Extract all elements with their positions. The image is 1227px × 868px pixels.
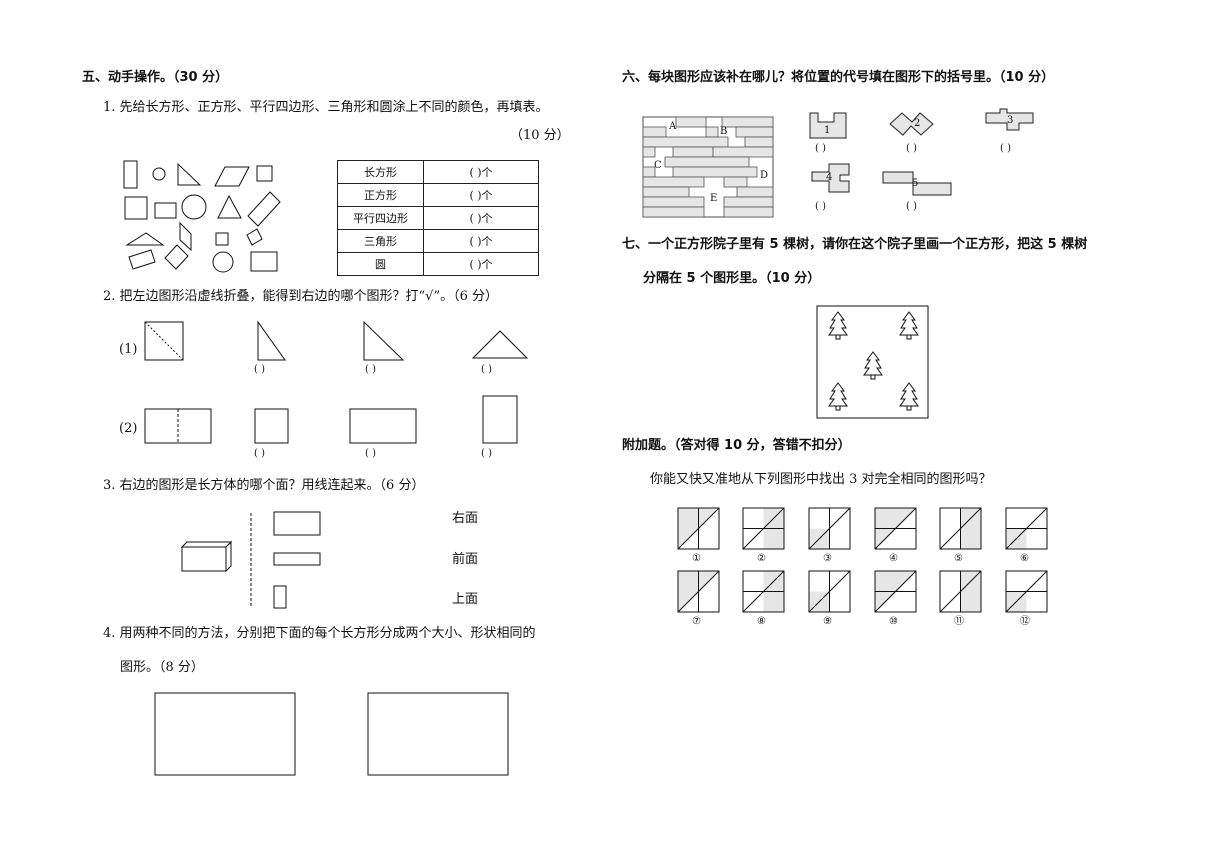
tree-icon bbox=[899, 382, 919, 407]
count-blank[interactable]: ( )个 bbox=[423, 183, 539, 207]
tree-trunk bbox=[906, 405, 912, 411]
figure-number: ⑥ bbox=[1020, 553, 1029, 564]
piece-number: 3 bbox=[1007, 115, 1014, 126]
q4-rectangle-2 bbox=[367, 692, 509, 776]
section5-heading: 五、动手操作。（30 分） bbox=[82, 70, 229, 85]
wall-label-d: D bbox=[760, 170, 769, 181]
tree-trunk bbox=[835, 334, 841, 340]
figure-number: ⑪ bbox=[954, 616, 964, 627]
count-blank[interactable]: ( )个 bbox=[423, 160, 539, 184]
answer-paren[interactable]: ( ) bbox=[815, 201, 826, 212]
tree-trunk bbox=[835, 405, 841, 411]
section6-heading: 六、每块图形应该补在哪儿？将位置的代号填在图形下的括号里。（10 分） bbox=[622, 70, 1055, 85]
q2-text: 2. 把左边图形沿虚线折叠，能得到右边的哪个图形？打“√”。（6 分） bbox=[103, 289, 499, 304]
figure-number: ⑤ bbox=[954, 553, 963, 564]
shape-count-table: 长方形( )个 正方形( )个 平行四边形( )个 三角形( )个 圆( )个 bbox=[337, 160, 539, 276]
tree-trunk bbox=[870, 374, 876, 380]
piece-number: 5 bbox=[912, 178, 919, 189]
figure-number: ④ bbox=[889, 553, 898, 564]
bonus-question: 你能又快又准地从下列图形中找出 3 对完全相同的图形吗？ bbox=[650, 472, 992, 487]
shape-name: 三角形 bbox=[337, 229, 424, 253]
shape-name: 长方形 bbox=[337, 160, 424, 184]
bonus-heading: 附加题。（答对得 10 分，答错不扣分） bbox=[622, 438, 851, 453]
piece-number: 2 bbox=[914, 118, 921, 129]
q3-text: 3. 右边的图形是长方体的哪个面？用线连起来。（6 分） bbox=[103, 478, 425, 493]
bonus-figure bbox=[677, 570, 720, 613]
face-label-top: 上面 bbox=[452, 592, 479, 607]
table-row: 长方形( )个 bbox=[337, 160, 539, 184]
tree-icon bbox=[899, 311, 919, 336]
table-row: 三角形( )个 bbox=[337, 229, 539, 253]
q4-text-2: 图形。（8 分） bbox=[120, 660, 204, 675]
bonus-figure bbox=[742, 507, 785, 550]
q2-label-1: (1) bbox=[119, 342, 138, 357]
q1-score: （10 分） bbox=[510, 128, 570, 143]
q2-figures bbox=[144, 320, 529, 444]
tree-icon bbox=[863, 351, 883, 376]
figure-number: ⑦ bbox=[692, 616, 701, 627]
count-blank[interactable]: ( )个 bbox=[423, 229, 539, 253]
answer-paren[interactable]: ( ) bbox=[365, 364, 376, 375]
figure-number: ⑩ bbox=[889, 616, 898, 627]
piece-number: 4 bbox=[826, 172, 833, 183]
answer-paren[interactable]: ( ) bbox=[481, 448, 492, 459]
bonus-figure bbox=[808, 570, 851, 613]
figure-number: ① bbox=[692, 553, 701, 564]
wall-label-a: A bbox=[669, 121, 677, 132]
bonus-figure bbox=[677, 507, 720, 550]
shape-name: 圆 bbox=[337, 252, 424, 276]
bonus-figure bbox=[1005, 507, 1048, 550]
answer-paren[interactable]: ( ) bbox=[1000, 143, 1011, 154]
answer-paren[interactable]: ( ) bbox=[481, 364, 492, 375]
q2-label-2: (2) bbox=[119, 421, 138, 436]
puzzle-pieces bbox=[809, 108, 1034, 196]
shape-name: 平行四边形 bbox=[337, 206, 424, 230]
bonus-figure bbox=[874, 507, 917, 550]
tree-icon bbox=[828, 382, 848, 407]
figure-number: ⑫ bbox=[1020, 616, 1030, 627]
section7-heading-2: 分隔在 5 个图形里。（10 分） bbox=[643, 271, 821, 286]
q1-shapes bbox=[123, 160, 281, 273]
bonus-figure bbox=[939, 570, 982, 613]
answer-paren[interactable]: ( ) bbox=[254, 448, 265, 459]
wall-label-e: E bbox=[710, 193, 718, 204]
q3-figures bbox=[180, 511, 321, 609]
answer-paren[interactable]: ( ) bbox=[906, 143, 917, 154]
bonus-figure bbox=[874, 570, 917, 613]
face-label-right: 右面 bbox=[452, 511, 479, 526]
table-row: 圆( )个 bbox=[337, 252, 539, 276]
bonus-figure bbox=[1005, 570, 1048, 613]
count-blank[interactable]: ( )个 bbox=[423, 252, 539, 276]
shape-name: 正方形 bbox=[337, 183, 424, 207]
q1-text: 1. 先给长方形、正方形、平行四边形、三角形和圆涂上不同的颜色，再填表。 bbox=[103, 100, 549, 115]
count-blank[interactable]: ( )个 bbox=[423, 206, 539, 230]
table-row: 平行四边形( )个 bbox=[337, 206, 539, 230]
q4-text: 4. 用两种不同的方法，分别把下面的每个长方形分成两个大小、形状相同的 bbox=[103, 626, 536, 641]
answer-paren[interactable]: ( ) bbox=[815, 143, 826, 154]
bonus-figure bbox=[742, 570, 785, 613]
square-yard bbox=[816, 305, 929, 419]
piece-number: 1 bbox=[824, 125, 831, 136]
answer-paren[interactable]: ( ) bbox=[365, 448, 376, 459]
q4-rectangle-1 bbox=[154, 692, 296, 776]
brick-wall bbox=[642, 116, 774, 218]
wall-label-c: C bbox=[654, 160, 662, 171]
section7-heading: 七、一个正方形院子里有 5 棵树，请你在这个院子里画一个正方形，把这 5 棵树 bbox=[622, 237, 1088, 252]
tree-trunk bbox=[906, 334, 912, 340]
answer-paren[interactable]: ( ) bbox=[254, 364, 265, 375]
bonus-figure bbox=[808, 507, 851, 550]
bonus-squares bbox=[677, 507, 1048, 613]
face-label-front: 前面 bbox=[452, 552, 479, 567]
figure-number: ⑧ bbox=[757, 616, 766, 627]
answer-paren[interactable]: ( ) bbox=[906, 201, 917, 212]
figure-number: ③ bbox=[823, 553, 832, 564]
wall-label-b: B bbox=[720, 126, 728, 137]
figure-number: ② bbox=[757, 553, 766, 564]
figure-number: ⑨ bbox=[823, 616, 832, 627]
trees bbox=[828, 311, 919, 411]
table-row: 正方形( )个 bbox=[337, 183, 539, 207]
tree-icon bbox=[828, 311, 848, 336]
bonus-figure bbox=[939, 507, 982, 550]
